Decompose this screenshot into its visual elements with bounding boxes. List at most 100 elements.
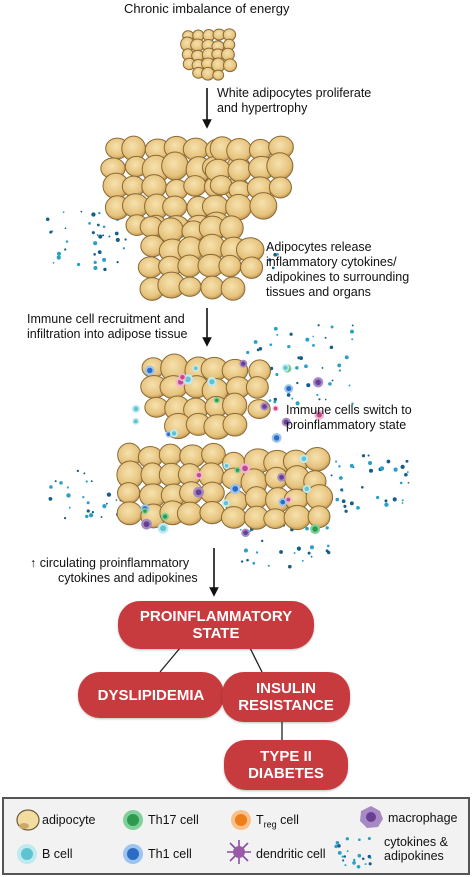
adipocyte-cell: [201, 442, 226, 467]
immune-cell-nucleus: [316, 412, 323, 418]
immune-cell-nucleus: [241, 361, 246, 366]
cytokine-dot: [338, 369, 342, 372]
cytokine-dot: [335, 497, 340, 502]
cytokine-dot: [399, 481, 403, 485]
cytokine-dot: [384, 499, 388, 503]
cytokine-dot: [240, 560, 244, 563]
adipocyte-cell: [199, 481, 225, 505]
cytokine-dot: [258, 347, 263, 351]
legend-bcell-label: B cell: [42, 847, 73, 861]
immune-cell-nucleus: [304, 486, 310, 492]
adipocyte-cell: [178, 276, 202, 297]
cytokine-dot: [80, 210, 83, 213]
cytokine-dot: [100, 516, 103, 518]
adipocyte-cell: [227, 158, 252, 183]
cytokine-dot: [348, 384, 351, 387]
immune-cell-nucleus: [185, 376, 191, 383]
cytokine-dot: [268, 258, 272, 262]
cytokine-dot: [287, 564, 292, 569]
cytokine-dot: [96, 223, 100, 227]
step-circulating-cytokines: ↑ circulating proinflammatory cytokines …: [30, 556, 198, 585]
cytokine-dot: [93, 253, 96, 256]
immune-cell-nucleus: [224, 464, 229, 468]
immune-cell-nucleus: [235, 468, 240, 472]
insulin-resistance-pill: INSULIN RESISTANCE: [222, 672, 350, 722]
cytokine-dot: [93, 260, 97, 264]
cytokine-dot: [276, 253, 279, 256]
cytokine-dot: [106, 492, 112, 497]
adipocyte-cell: [183, 175, 207, 197]
adipocyte-cell: [212, 69, 225, 81]
adipocyte-cell: [303, 447, 331, 472]
immune-cell-nucleus: [193, 366, 198, 371]
immune-cell-nucleus: [166, 432, 171, 437]
immune-cell-nucleus: [133, 406, 139, 412]
cytokine-dot: [64, 248, 67, 251]
immune-cell-nucleus: [312, 526, 318, 532]
cytokine-dot: [379, 466, 385, 471]
cytokine-dot: [299, 356, 304, 361]
cytokine-dot: [297, 356, 301, 360]
adipocyte-cell: [116, 501, 143, 526]
dendritic-cell-icon: [227, 840, 251, 864]
cytokine-dot: [255, 551, 259, 554]
step-immune-switch: Immune cells switch to proinflammatory s…: [286, 403, 412, 432]
cytokine-dot: [243, 548, 248, 553]
cytokine-dot: [86, 509, 90, 513]
adipocyte-cell: [200, 275, 225, 300]
cytokine-dot: [85, 514, 89, 519]
cytokine-dot: [330, 325, 334, 329]
cytokine-dot: [324, 336, 327, 339]
cytokine-dot: [305, 526, 309, 531]
immune-cell-nucleus: [223, 500, 229, 506]
cytokine-dot: [260, 539, 264, 543]
step-adipocytes-release: Adipocytes release inflammatory cytokine…: [266, 240, 410, 299]
immune-cell-nucleus: [286, 497, 291, 502]
cytokine-dot: [360, 485, 364, 489]
cytokine-dot: [59, 481, 63, 485]
cytokine-dot: [91, 231, 95, 235]
type-ii-diabetes-pill: TYPE II DIABETES: [224, 740, 348, 790]
th17-cell-icon: [123, 810, 143, 830]
cytokine-dot: [344, 509, 348, 513]
outcome-connectors: [159, 647, 283, 740]
cytokine-dot: [287, 345, 291, 349]
cytokine-dot: [249, 530, 252, 532]
adipocyte-cell: [223, 58, 238, 73]
cytokine-dot: [309, 545, 314, 550]
b-cell-icon: [17, 844, 37, 864]
cytokine-dot: [312, 335, 314, 338]
immune-cell-nucleus: [196, 473, 202, 478]
cytokine-dot: [267, 245, 270, 248]
cytokine-dot: [307, 551, 311, 555]
cytokine-dot: [246, 558, 249, 562]
cytokine-dot: [305, 337, 310, 342]
cytokine-dot: [301, 559, 304, 562]
immune-cell-nucleus: [273, 435, 280, 441]
cytokine-dot: [97, 250, 102, 255]
cytokine-dot: [83, 472, 86, 475]
cytokine-dot: [286, 393, 291, 397]
cytokine-dot: [116, 261, 119, 264]
cytokine-dot: [351, 402, 354, 405]
immune-cell-nucleus: [232, 485, 239, 492]
cytokine-dot: [351, 338, 354, 341]
cytokine-dot: [304, 364, 308, 369]
cytokine-dot: [267, 564, 270, 567]
adipocyte-icon: [16, 809, 40, 831]
cytokine-dot: [91, 511, 95, 514]
cytokine-dot: [330, 474, 333, 477]
legend-adipocyte-label: adipocyte: [42, 813, 96, 827]
cytokine-dot: [93, 241, 98, 246]
immune-cell-nucleus: [215, 398, 219, 402]
cytokine-dot: [338, 476, 343, 480]
adipocyte-cell: [219, 215, 244, 241]
adipocyte-cell: [162, 195, 188, 219]
cytokine-dot: [327, 550, 331, 555]
cytokine-dot: [275, 372, 279, 377]
adipose-tissue-illustrations: [45, 28, 410, 569]
cytokine-dot: [367, 460, 373, 466]
cytokine-dot: [102, 257, 107, 262]
immune-cell-nucleus: [273, 406, 278, 411]
cytokine-dots-icon: [334, 836, 372, 869]
